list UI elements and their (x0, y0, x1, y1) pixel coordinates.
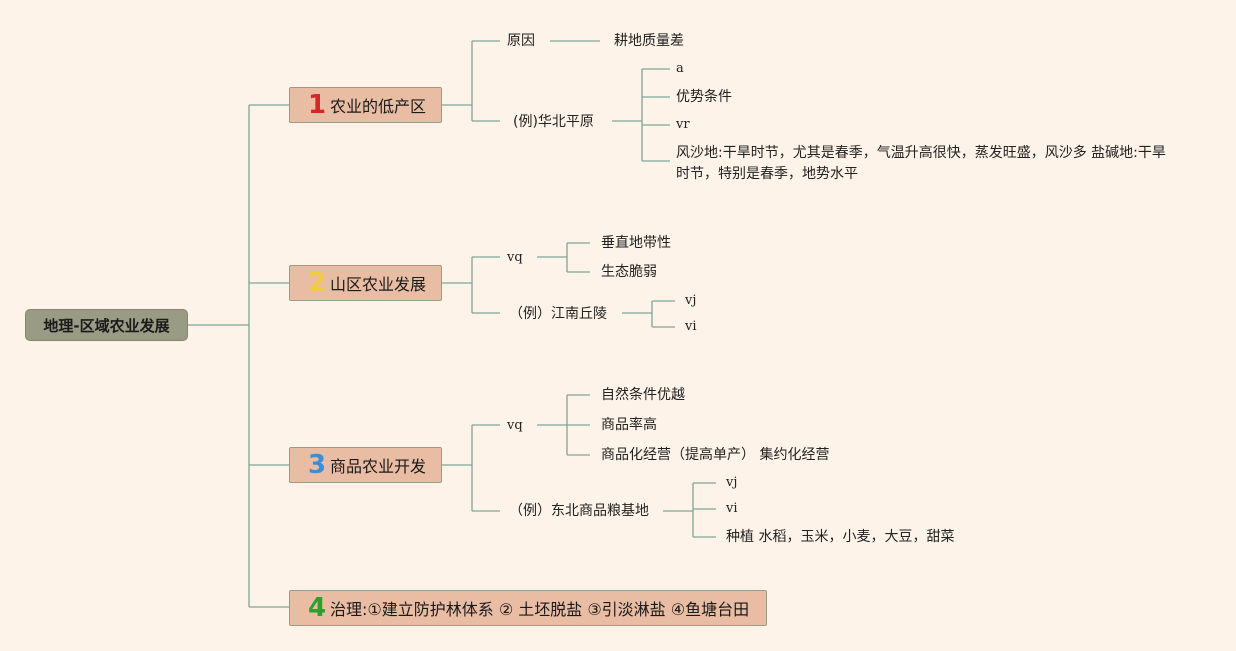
b2-example-label: （例）江南丘陵 (509, 306, 607, 322)
b1-example-label: (例)华北平原 (513, 114, 594, 130)
branch-2-label: 山区农业发展 (330, 275, 427, 294)
b3-example-label: （例）东北商品粮基地 (509, 503, 649, 519)
b3-example-item: vj (726, 475, 738, 490)
b3-vq-item: 自然条件优越 (601, 387, 685, 403)
branch-1-number: 1 (308, 90, 327, 120)
b1-example-item: 风沙地:干旱时节，尤其是春季，气温升高很快，蒸发旺盛，风沙多 盐碱地:干旱时节，… (676, 145, 1166, 182)
b2-example-item: vj (685, 293, 697, 308)
b1-reason-label: 原因 (507, 33, 535, 49)
b2-example-item: vi (685, 319, 697, 334)
b1-example-item: a (676, 61, 684, 76)
b3-vq-item: 商品化经营（提高单产） 集约化经营 (601, 447, 830, 463)
b3-example-item: vi (726, 501, 738, 516)
branch-1-node: 1 农业的低产区 (289, 87, 442, 123)
b2-vq-item: 生态脆弱 (601, 264, 657, 280)
branch-2-number: 2 (308, 268, 327, 298)
branch-3-label: 商品农业开发 (330, 457, 427, 476)
branch-2-node: 2 山区农业发展 (289, 265, 442, 301)
branch-1-label: 农业的低产区 (330, 97, 427, 116)
b2-vq-label: vq (507, 250, 523, 265)
branch-4-number: 4 (308, 593, 327, 623)
branch-3-node: 3 商品农业开发 (289, 447, 442, 483)
b3-vq-label: vq (507, 418, 523, 433)
b3-vq-item: 商品率高 (601, 417, 657, 433)
branch-4-node: 4 治理:①建立防护林体系 ② 土坯脱盐 ③引淡淋盐 ④鱼塘台田 (289, 590, 767, 626)
b1-example-item: 优势条件 (676, 89, 732, 105)
b2-vq-item: 垂直地带性 (601, 235, 671, 251)
root-node: 地理-区域农业发展 (25, 309, 188, 341)
b3-example-item: 种植 水稻，玉米，小麦，大豆，甜菜 (726, 529, 955, 545)
b1-reason-detail: 耕地质量差 (614, 33, 684, 49)
b1-example-item: vr (676, 117, 690, 132)
branch-3-number: 3 (308, 450, 327, 480)
branch-4-label: 治理:①建立防护林体系 ② 土坯脱盐 ③引淡淋盐 ④鱼塘台田 (330, 600, 750, 619)
